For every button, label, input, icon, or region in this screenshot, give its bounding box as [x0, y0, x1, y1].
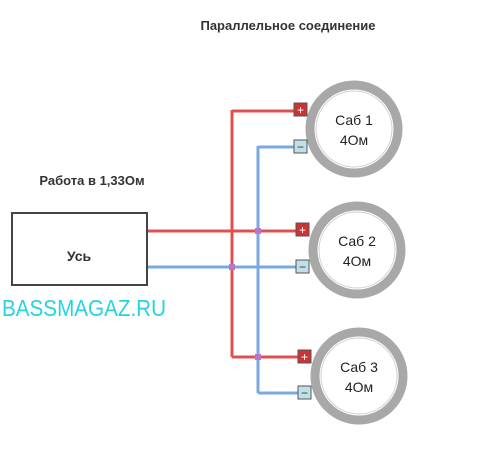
watermark: BASSMAGAZ.RU: [2, 295, 166, 321]
crossing-marker: [255, 354, 261, 360]
subwoofer-1: Саб 1 4Ом + −: [293, 80, 403, 178]
subwoofer-impedance: 4Ом: [343, 253, 371, 269]
subwoofer-2: Саб 2 4Ом + −: [295, 201, 406, 299]
minus-terminal: [293, 139, 308, 154]
speaker-cone: [318, 211, 396, 289]
subwoofer-3: Саб 3 4Ом + −: [297, 327, 408, 425]
crossing-marker: [229, 264, 235, 270]
speaker-ring: [305, 80, 403, 178]
plus-terminal: [293, 102, 308, 117]
subwoofer-name: Саб 2: [338, 233, 376, 249]
plus-sign: +: [299, 223, 306, 237]
crossing-marker: [255, 228, 261, 234]
plus-sign: +: [297, 103, 304, 117]
amplifier-box: [11, 212, 148, 286]
subwoofer-impedance: 4Ом: [345, 379, 373, 395]
speaker-ring: [310, 327, 408, 425]
minus-terminal: [295, 259, 310, 274]
positive-wires: [147, 109, 300, 359]
negative-wires: [147, 145, 300, 395]
mode-label: Работа в 1,33Ом: [39, 173, 144, 188]
subwoofer-name: Саб 3: [340, 359, 378, 375]
amplifier-label: Усь: [67, 248, 92, 264]
minus-terminal: [297, 385, 312, 400]
plus-terminal: [297, 349, 312, 364]
speaker-cone: [315, 90, 393, 168]
plus-sign: +: [301, 350, 308, 364]
diagram-title: Параллельное соединение: [200, 18, 375, 33]
minus-sign: −: [297, 140, 304, 154]
plus-terminal: [295, 222, 310, 237]
speaker-ring: [308, 201, 406, 299]
wire-crossings: [229, 228, 261, 360]
speaker-cone: [320, 337, 398, 415]
subwoofer-name: Саб 1: [335, 112, 373, 128]
minus-sign: −: [301, 386, 308, 400]
subwoofer-impedance: 4Ом: [340, 132, 368, 148]
amplifier: Усь: [11, 212, 148, 286]
minus-sign: −: [299, 260, 306, 274]
